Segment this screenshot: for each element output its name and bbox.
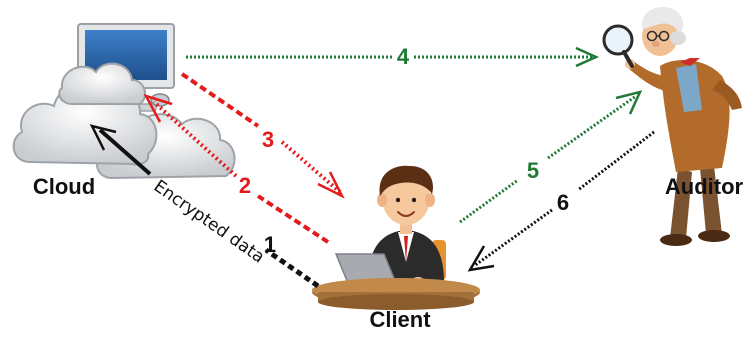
edge-label-1: 1 xyxy=(264,232,276,257)
edge-label-2: 2 xyxy=(239,173,251,198)
edge-1-client-to-cloud xyxy=(89,124,320,289)
cloud-main-icon xyxy=(12,62,158,166)
edge-label-4: 4 xyxy=(397,44,410,69)
magnifier-icon xyxy=(602,24,634,68)
table-icon xyxy=(312,278,480,310)
edge-6-auditor-to-client xyxy=(467,130,655,272)
cloud-illustration xyxy=(12,23,236,180)
node-label-client: Client xyxy=(369,307,431,332)
edge-5-client-to-auditor xyxy=(459,90,643,224)
edge-label-3: 3 xyxy=(262,127,274,152)
edge-label-5: 5 xyxy=(527,158,539,183)
edge-3-cloud-to-client xyxy=(180,72,345,199)
person-auditor-icon xyxy=(625,6,742,246)
auditor-illustration xyxy=(602,6,742,246)
node-label-auditor: Auditor xyxy=(665,174,744,199)
client-illustration xyxy=(312,165,480,310)
node-label-cloud: Cloud xyxy=(33,174,95,199)
edge-label-6: 6 xyxy=(557,190,569,215)
edge-2-client-to-cloud xyxy=(143,93,330,244)
edge-4-cloud-to-auditor xyxy=(186,46,600,68)
